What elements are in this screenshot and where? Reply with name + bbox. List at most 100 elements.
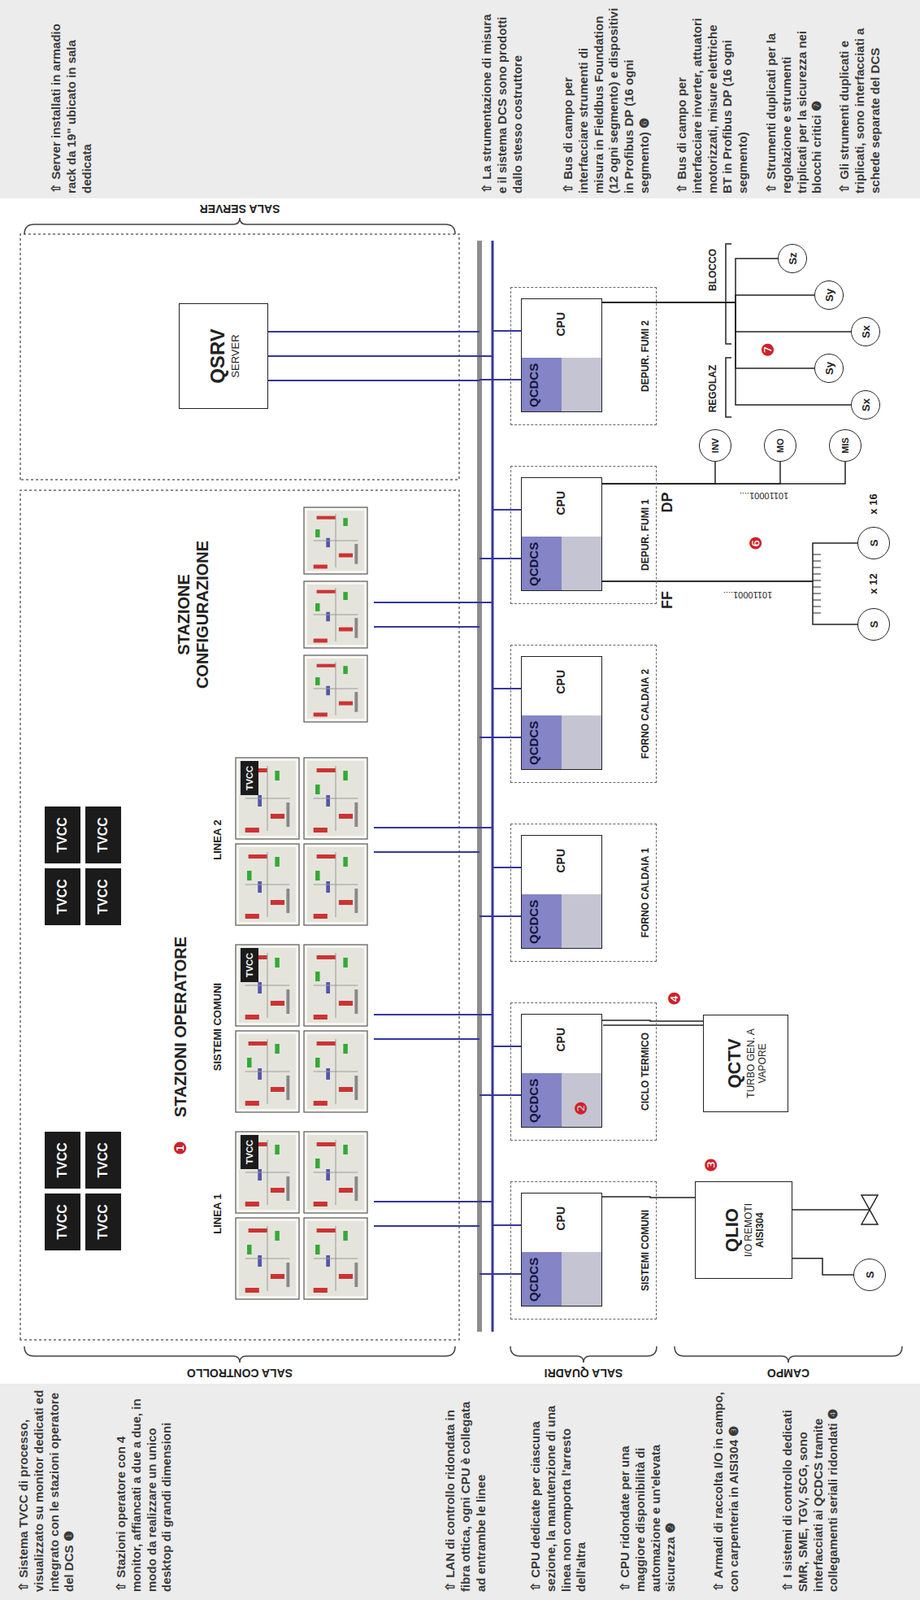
node-text: TVCC	[244, 1139, 255, 1164]
note-text: ⇧ Armadi di raccolta I/O in campo, con c…	[711, 1388, 743, 1592]
lan-drop	[268, 355, 493, 357]
node-text: CPU	[554, 669, 568, 695]
lan-drop	[268, 379, 480, 382]
node-text: TVCC	[95, 1203, 111, 1240]
lan-drop	[492, 1045, 521, 1047]
note-band	[0, 0, 920, 199]
signal-line	[792, 1258, 854, 1275]
group-label: BLOCCO	[707, 248, 719, 291]
note-text: ⇧ CPU dedicate per ciascuna sezione, la …	[528, 1388, 590, 1592]
control-panel: DEPUR. FUMI 1QCDCSCPU	[510, 465, 657, 604]
cctv-monitor: TVCC	[85, 867, 122, 925]
node-text: S	[867, 539, 881, 547]
cpu-box: QCDCSCPU	[520, 834, 603, 949]
node-text: CPU	[554, 312, 568, 337]
signal-line	[602, 258, 778, 303]
monitor-screen	[303, 1131, 368, 1213]
monitor-screen	[303, 581, 368, 648]
cpu-box: QCDCSCPU	[520, 1013, 603, 1128]
node-text: QCDCS	[526, 1257, 541, 1302]
note-text: ⇧ Stazioni operatore con 4 monitor, affi…	[113, 1388, 175, 1592]
count-label: x 12	[867, 572, 880, 594]
node-text: MIS	[840, 437, 851, 454]
note-text: ⇧ Gli strumenti duplicati e triplicati, …	[837, 6, 883, 194]
lan-line	[491, 240, 495, 1332]
lan-drop	[479, 378, 521, 381]
cpu-box: QCDCS CPU	[520, 655, 603, 770]
monitor-screen	[303, 1217, 368, 1299]
signal-line	[602, 302, 851, 332]
node-text: DEPUR. FUMI 2	[639, 287, 651, 425]
node-text: LINEA 2	[211, 754, 224, 925]
control-panel: FORNO CALDAIA 1QCDCSCPU	[510, 823, 657, 962]
monitor-screen	[303, 843, 368, 925]
node-text: TVCC	[244, 765, 255, 790]
node-text: Sy	[823, 288, 836, 302]
count-label: x 16	[867, 493, 880, 514]
note-text: ⇧ LAN di controllo ridondata in fibra ot…	[442, 1388, 489, 1592]
bus-label: DP	[659, 491, 677, 513]
callout-number: ❻	[746, 535, 765, 551]
node-text: QCDCS	[526, 542, 541, 586]
cctv-monitor: TVCC	[44, 1193, 81, 1250]
node-text: CICLO TERMICO	[639, 1002, 651, 1140]
node-text: FORNO CALDAIA 2	[639, 645, 651, 782]
device-circle: INV	[698, 429, 732, 462]
cctv-tag: TVCC	[240, 947, 259, 982]
monitor-screen	[235, 944, 300, 1026]
lan-drop	[479, 1093, 521, 1096]
callout-number: ❼	[759, 342, 777, 357]
node-text: QCDCS	[526, 899, 541, 944]
lan-drop	[373, 625, 480, 628]
monitor-screen	[303, 655, 368, 722]
cctv-monitor: TVCC	[44, 806, 81, 864]
monitor-screen	[235, 757, 300, 839]
lan-drop	[373, 826, 493, 829]
serial-link	[603, 1024, 704, 1026]
callout-number: ❶	[171, 1140, 190, 1155]
node-text: CPU	[554, 490, 568, 516]
callout-number: ❹	[665, 990, 684, 1006]
configuration-station: STAZIONE CONFIGURAZIONE	[174, 507, 374, 722]
lan-drop	[479, 736, 521, 738]
node-text: TVCC	[55, 816, 70, 853]
note-text: ⇧ I sistemi di controllo dedicati SMR, S…	[780, 1388, 842, 1592]
monitor-screen	[235, 1030, 300, 1112]
sensor-bracket	[725, 357, 732, 417]
node-text: CPU	[554, 1027, 568, 1052]
sensor-bracket	[725, 243, 732, 344]
lan-drop	[492, 508, 521, 511]
bus-comb	[812, 612, 821, 614]
bus-comb	[812, 599, 821, 601]
node-text: SISTEMI COMUNI	[211, 941, 224, 1112]
cctv-monitor: TVCC	[85, 1131, 122, 1189]
node-text: Sx	[859, 325, 873, 339]
node-text: QCDCS	[526, 720, 541, 765]
room-bracket	[510, 1345, 657, 1363]
lan-drop	[479, 557, 521, 560]
cctv-tag: TVCC	[240, 760, 259, 795]
control-room-outline	[20, 490, 460, 1340]
lan-drop	[479, 915, 521, 917]
cctv-tag: TVCC	[240, 1134, 259, 1169]
monitor-screen	[235, 1217, 300, 1299]
sensor-circle: Sy	[814, 353, 844, 383]
node-text: STAZIONE CONFIGURAZIONE	[174, 507, 213, 722]
note-text: ⇧ La strumentazione di misura e il siste…	[479, 6, 526, 194]
sensor-circle: Sx	[850, 316, 881, 347]
node-text: TVCC	[95, 816, 111, 853]
lan-drop	[373, 850, 480, 853]
signal-line	[602, 1196, 695, 1198]
group-label: REGOLAZ	[707, 364, 719, 413]
bus-comb	[812, 573, 821, 575]
node-text: I/O REMOTI	[742, 1202, 755, 1257]
node-text: QSRV	[206, 328, 230, 384]
signal-line	[602, 581, 858, 625]
lan-drop	[492, 1223, 521, 1226]
room-bracket	[24, 1345, 456, 1363]
lan-drop	[373, 1224, 480, 1227]
lan-line	[477, 240, 482, 1332]
room-label: SALA QUADRI	[544, 1365, 624, 1378]
bus-comb	[812, 586, 821, 588]
